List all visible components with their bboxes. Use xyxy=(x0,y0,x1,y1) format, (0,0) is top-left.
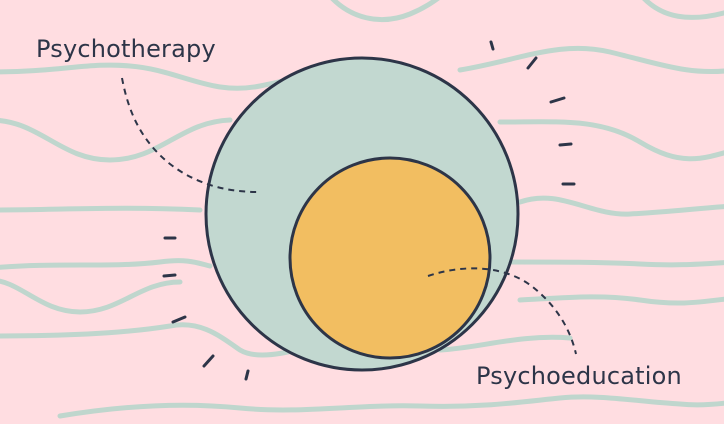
wave-line xyxy=(497,119,724,162)
spark-mark xyxy=(162,273,177,278)
wave-line xyxy=(642,0,724,20)
wave-line xyxy=(330,0,440,23)
wave-line xyxy=(0,258,213,270)
psychoeducation-leader-line xyxy=(427,267,577,355)
emphasis-strokes xyxy=(162,40,576,381)
psychotherapy-label: Psychotherapy xyxy=(36,35,216,63)
spark-mark xyxy=(171,315,187,324)
spark-mark xyxy=(526,56,538,70)
wave-line xyxy=(0,117,233,163)
wave-line xyxy=(517,294,724,306)
wave-line xyxy=(0,322,333,358)
spark-mark xyxy=(549,96,566,104)
wave-line xyxy=(0,205,203,213)
psychoeducation-label: Psychoeducation xyxy=(476,362,682,390)
wave-line xyxy=(507,259,724,268)
wave-line xyxy=(457,45,724,75)
wave-line xyxy=(57,394,724,419)
psychotherapy-leader-line xyxy=(121,77,259,193)
spark-mark xyxy=(558,142,573,147)
spark-mark xyxy=(202,354,215,368)
psychoeducation-circle xyxy=(288,156,492,360)
spark-mark xyxy=(489,40,495,51)
wave-line xyxy=(0,278,183,315)
wave-line xyxy=(517,195,724,217)
spark-mark xyxy=(244,369,250,381)
wave-line xyxy=(437,334,573,353)
